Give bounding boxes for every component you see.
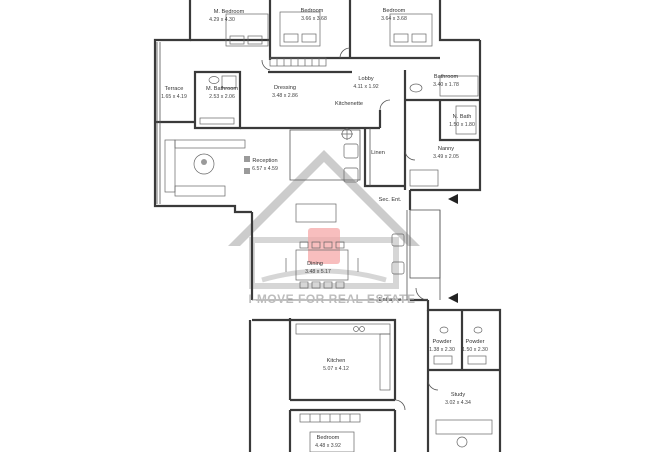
room-name-dining: Dining	[307, 261, 323, 267]
room-dims-kitchen: 5.07 x 4.12	[323, 366, 349, 372]
room-dims-powder-1: 1.38 x 2.30	[429, 347, 455, 353]
entrance-arrow	[448, 293, 458, 303]
room-name-bedroom-2: Bedroom	[383, 8, 406, 14]
room-dims-nanny: 3.49 x 2.05	[433, 154, 459, 160]
room-dims-n-bath: 1.50 x 1.80	[449, 122, 475, 128]
room-dims-bedroom-1: 3.66 x 3.68	[301, 16, 327, 22]
room-dims-terrace: 1.65 x 4.19	[161, 94, 187, 100]
room-name-m-bedroom: M. Bedroom	[214, 9, 245, 15]
room-name-terrace: Terrace	[165, 86, 184, 92]
sec-entrance-arrow	[448, 194, 458, 204]
room-name-kitchen: Kitchen	[327, 358, 346, 364]
doors	[261, 47, 439, 411]
watermark-text: I-MOVE FOR REAL ESTATE	[248, 292, 415, 306]
room-name-lobby: Lobby	[358, 76, 373, 82]
room-dims-m-bedroom: 4.29 x 4.30	[209, 17, 235, 23]
room-dims-bedroom-2: 3.64 x 3.68	[381, 16, 407, 22]
label-entrance: Entrance	[379, 297, 401, 303]
room-name-powder-2: Powder	[466, 339, 485, 345]
label-sec-ent: Sec. Ent.	[379, 197, 402, 203]
room-name-bedroom-3: Bedroom	[317, 435, 340, 441]
room-name-study: Study	[451, 392, 466, 398]
wall-details	[156, 42, 441, 301]
room-dims-bedroom-3: 4.48 x 3.92	[315, 443, 341, 449]
room-dims-lobby: 4.11 x 1.92	[353, 84, 378, 90]
room-name-m-bathroom: M. Bathroom	[206, 86, 238, 92]
room-dims-dressing: 3.48 x 2.86	[272, 93, 298, 99]
room-dims-study: 3.02 x 4.34	[445, 400, 471, 406]
label-linen: Linen	[371, 150, 385, 156]
room-name-powder-1: Powder	[433, 339, 452, 345]
walls	[153, 0, 502, 452]
room-dims-bathroom: 3.40 x 1.78	[433, 82, 459, 88]
room-labels: M. Bedroom 4.29 x 4.30 Bedroom 3.66 x 3.…	[161, 8, 488, 449]
room-dims-reception: 6.57 x 4.59	[252, 166, 278, 172]
room-dims-dining: 3.48 x 5.17	[305, 269, 331, 275]
label-kitchenette: Kitchenette	[335, 101, 363, 107]
room-dims-powder-2: 1.50 x 2.30	[462, 347, 488, 353]
room-name-dressing: Dressing	[274, 85, 296, 91]
furniture	[164, 11, 493, 452]
room-name-n-bath: N. Bath	[453, 114, 472, 120]
room-name-bedroom-1: Bedroom	[301, 8, 324, 14]
room-name-bathroom: Bathroom	[434, 74, 459, 80]
room-dims-m-bathroom: 2.53 x 2.06	[209, 94, 235, 100]
room-name-reception: Reception	[252, 158, 277, 164]
room-name-nanny: Nanny	[438, 146, 454, 152]
